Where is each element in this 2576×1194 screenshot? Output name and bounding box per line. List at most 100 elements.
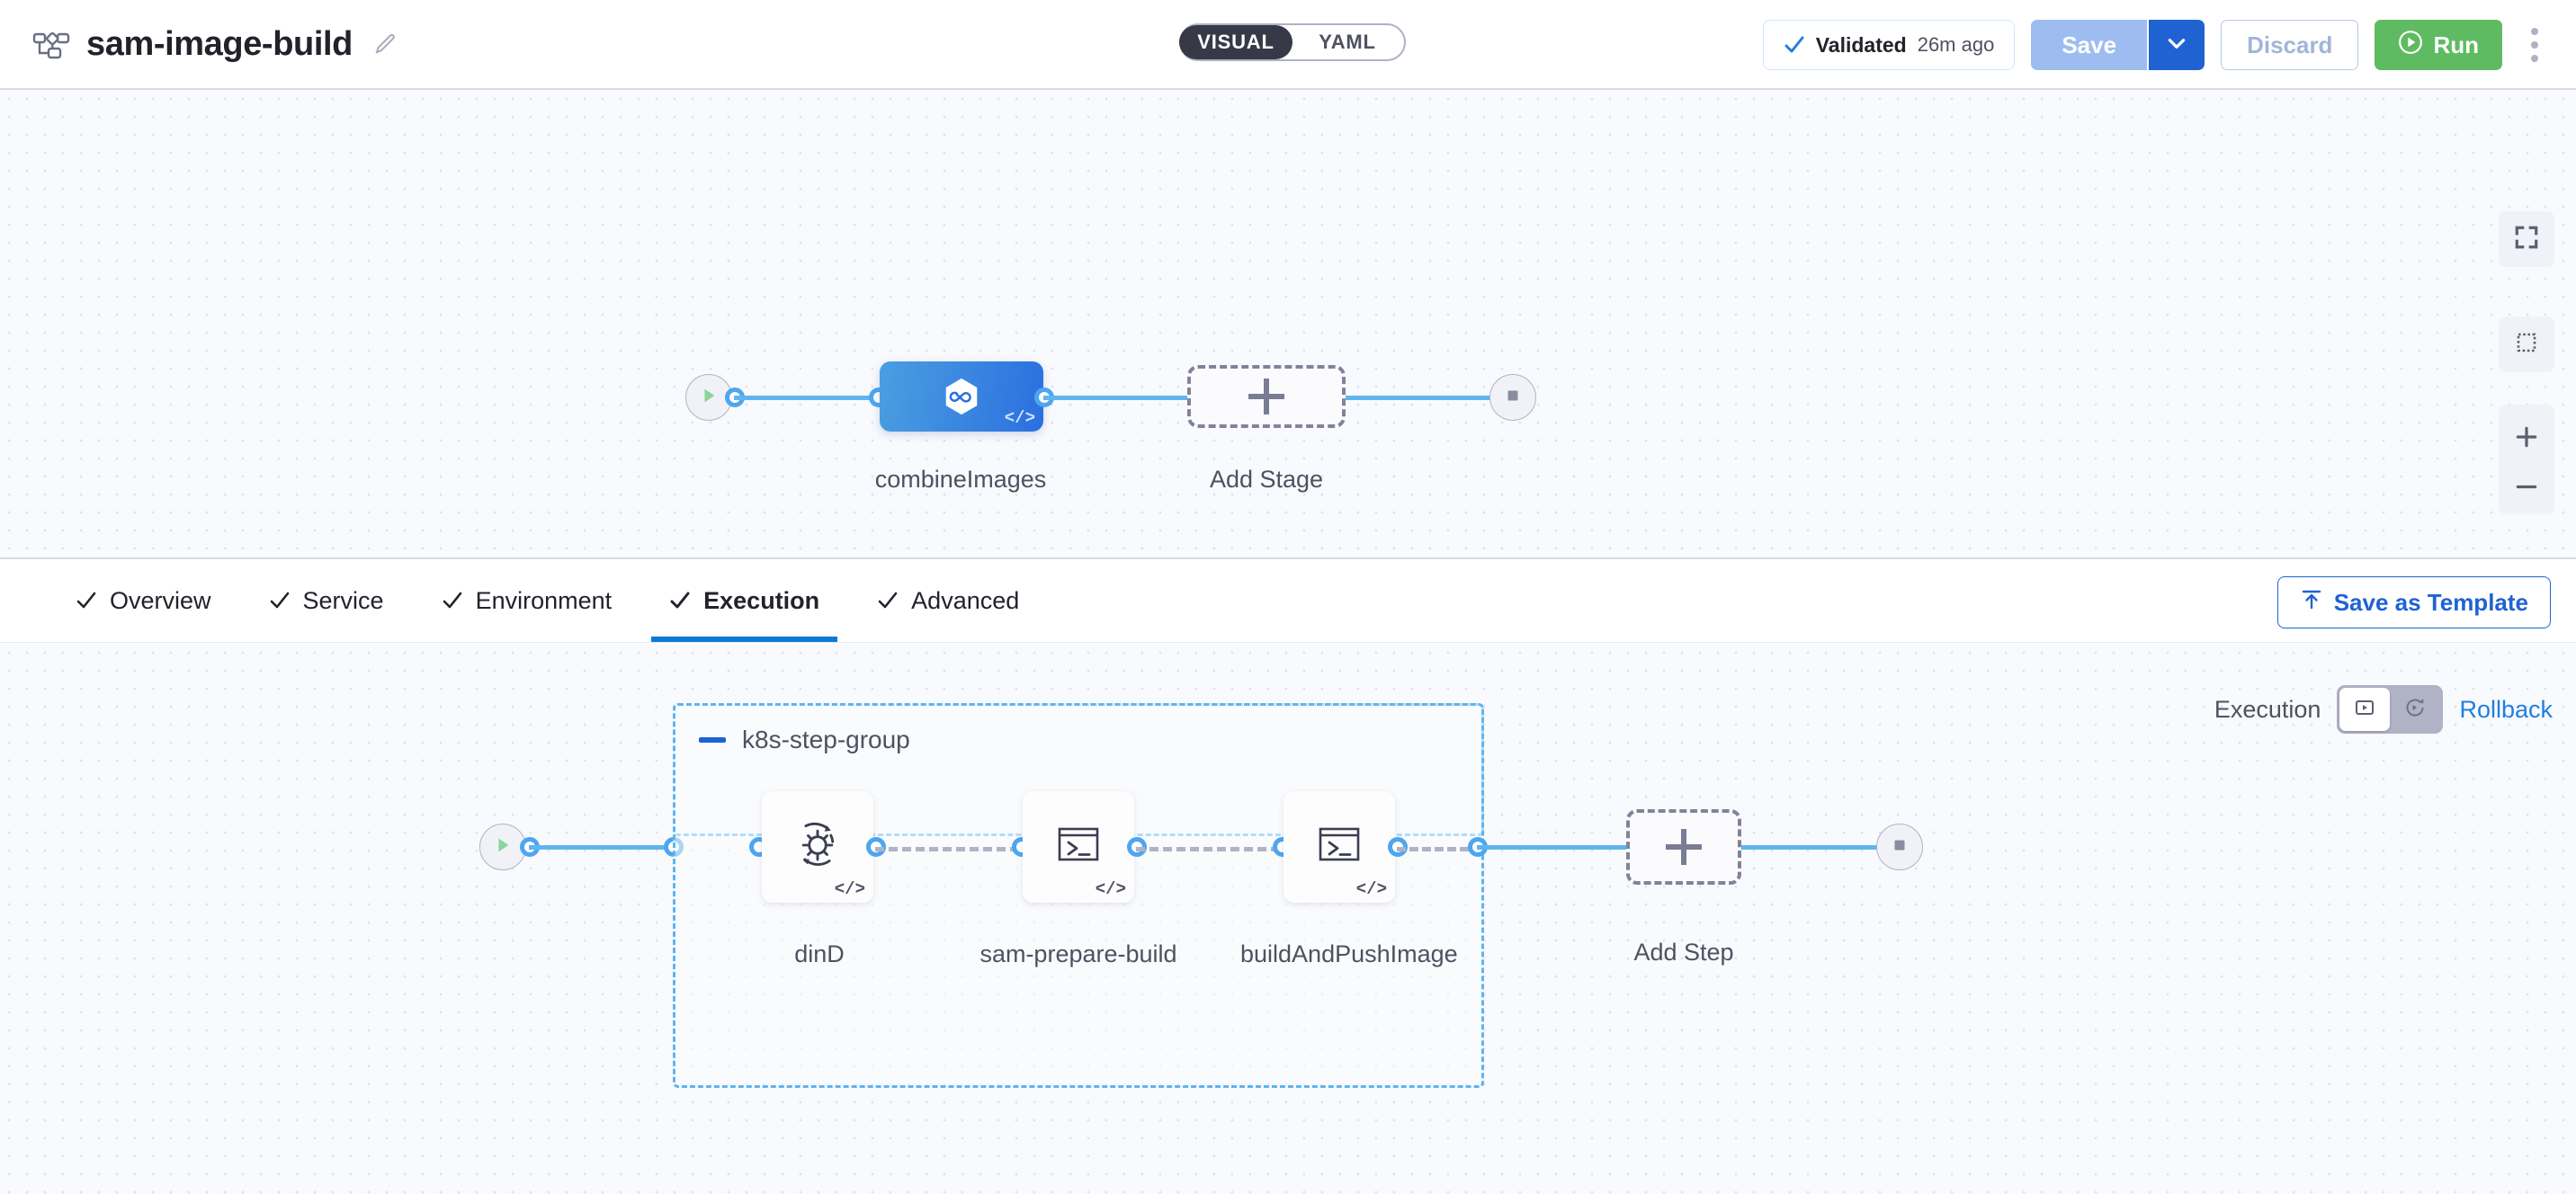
save-as-template-button[interactable]: Save as Template [2276, 576, 2551, 628]
tab-label: Execution [703, 586, 820, 614]
stage-graph-end-node[interactable] [1489, 374, 1536, 421]
code-badge: </> [1355, 879, 1387, 899]
step-group-title: k8s-step-group [742, 726, 910, 753]
add-step-button[interactable] [1626, 809, 1741, 885]
play-circle-icon [2398, 30, 2423, 61]
rollback-view-button[interactable] [2390, 688, 2440, 731]
stage-edge [734, 396, 876, 400]
plus-icon [1666, 829, 1702, 865]
kebab-dot [2531, 55, 2538, 62]
tab-label: Service [302, 586, 384, 614]
execution-rollback-switcher[interactable]: Execution Rol [2214, 685, 2553, 734]
save-button-group[interactable]: Save [2031, 20, 2205, 70]
exec-edge-dashed [875, 847, 1019, 851]
stage-node-combineImages[interactable]: </> [880, 361, 1043, 432]
check-icon [669, 590, 691, 611]
exec-edge [529, 845, 671, 850]
top-header: sam-image-build VISUAL YAML Validated 26… [0, 0, 2576, 90]
add-stage-button[interactable] [1187, 365, 1346, 428]
step-node-label: buildAndPushImage [1240, 940, 1458, 967]
execution-view-button[interactable] [2339, 688, 2391, 731]
stage-edge [1346, 396, 1507, 400]
tab-service[interactable]: Service [240, 559, 413, 642]
plus-icon[interactable] [2513, 423, 2540, 455]
header-actions: Validated 26m ago Save Discard Run [1762, 0, 2551, 90]
save-as-template-label: Save as Template [2333, 588, 2528, 616]
rollback-circular-icon [2403, 696, 2427, 724]
kebab-dot [2531, 41, 2538, 49]
minus-icon[interactable] [2513, 480, 2540, 496]
kebab-menu-icon[interactable] [2518, 28, 2551, 62]
fit-screen-icon [2513, 224, 2540, 255]
stage-graph-canvas[interactable]: </> combineImages Add Stage [0, 90, 2576, 557]
step-node-dinD[interactable]: </> [762, 791, 873, 903]
exec-edge [1741, 845, 1894, 850]
mode-toggle[interactable]: VISUAL YAML [1179, 23, 1406, 61]
check-icon [1784, 34, 1805, 56]
validation-time: 26m ago [1917, 33, 1995, 56]
tab-advanced[interactable]: Advanced [848, 559, 1048, 642]
tab-environment[interactable]: Environment [413, 559, 641, 642]
marquee-select-icon [2514, 330, 2539, 360]
code-badge: </> [1004, 408, 1035, 428]
mode-toggle-yaml[interactable]: YAML [1319, 31, 1376, 53]
save-dropdown-button[interactable] [2147, 20, 2205, 70]
terminal-shell-icon [1310, 816, 1368, 878]
add-step-label: Add Step [1633, 939, 1734, 966]
play-box-icon [2353, 696, 2376, 724]
tab-execution[interactable]: Execution [640, 559, 848, 642]
tab-list: Overview Service Environment Execution A… [0, 559, 1048, 642]
step-group-header[interactable]: k8s-step-group [699, 726, 910, 754]
tab-overview[interactable]: Overview [47, 559, 240, 642]
execution-graph-canvas[interactable]: Execution Rol [0, 644, 2576, 1194]
cd-hexagon-infinity-icon [880, 376, 1043, 417]
mode-toggle-visual[interactable]: VISUAL [1179, 25, 1292, 59]
stage-node-label: combineImages [874, 466, 1047, 493]
execution-mode-toggle[interactable] [2337, 685, 2444, 734]
exec-graph-end-node[interactable] [1876, 824, 1923, 870]
zoom-controls[interactable] [2499, 405, 2554, 514]
exec-edge [1477, 845, 1626, 850]
run-label: Run [2433, 31, 2479, 58]
exec-graph-start-node[interactable] [479, 824, 526, 870]
terminal-shell-icon [1050, 816, 1107, 878]
validation-status-badge[interactable]: Validated 26m ago [1762, 20, 2016, 70]
header-left-group: sam-image-build [0, 25, 399, 64]
save-button[interactable]: Save [2031, 20, 2148, 70]
gear-rotate-icon [786, 814, 849, 881]
exec-edge-dashed [1397, 847, 1469, 851]
step-node-label: dinD [794, 940, 845, 967]
validation-label: Validated [1815, 32, 1907, 57]
stop-icon [1890, 835, 1910, 860]
chevron-down-icon [2165, 31, 2188, 59]
tab-label: Environment [475, 586, 613, 614]
code-badge: </> [1095, 879, 1126, 899]
discard-button[interactable]: Discard [2221, 20, 2359, 70]
fit-to-screen-button[interactable] [2499, 211, 2554, 267]
step-node-buildAndPushImage[interactable]: </> [1284, 791, 1395, 903]
run-button[interactable]: Run [2375, 20, 2502, 70]
check-icon [442, 590, 463, 611]
play-icon [699, 386, 719, 410]
template-upload-icon [2300, 588, 2323, 618]
check-icon [76, 590, 97, 611]
page-title: sam-image-build [86, 24, 353, 63]
stage-edge [1043, 396, 1187, 400]
rollback-mode-label[interactable]: Rollback [2459, 695, 2553, 723]
play-icon [493, 835, 513, 860]
step-node-sam-prepare-build[interactable]: </> [1023, 791, 1134, 903]
tab-label: Advanced [911, 586, 1020, 614]
check-icon [269, 590, 291, 611]
code-badge: </> [834, 879, 865, 899]
exec-edge-dashed [1136, 847, 1280, 851]
stop-icon [1503, 386, 1523, 410]
kebab-dot [2531, 28, 2538, 35]
plus-icon [1248, 379, 1284, 414]
selection-box-button[interactable] [2499, 316, 2554, 372]
pencil-edit-icon[interactable] [372, 31, 399, 58]
stage-config-tabbar: Overview Service Environment Execution A… [0, 557, 2576, 643]
minus-collapse-icon[interactable] [699, 737, 726, 743]
step-node-label: sam-prepare-build [979, 940, 1177, 967]
pipeline-flow-icon [32, 25, 70, 63]
check-icon [877, 590, 899, 611]
